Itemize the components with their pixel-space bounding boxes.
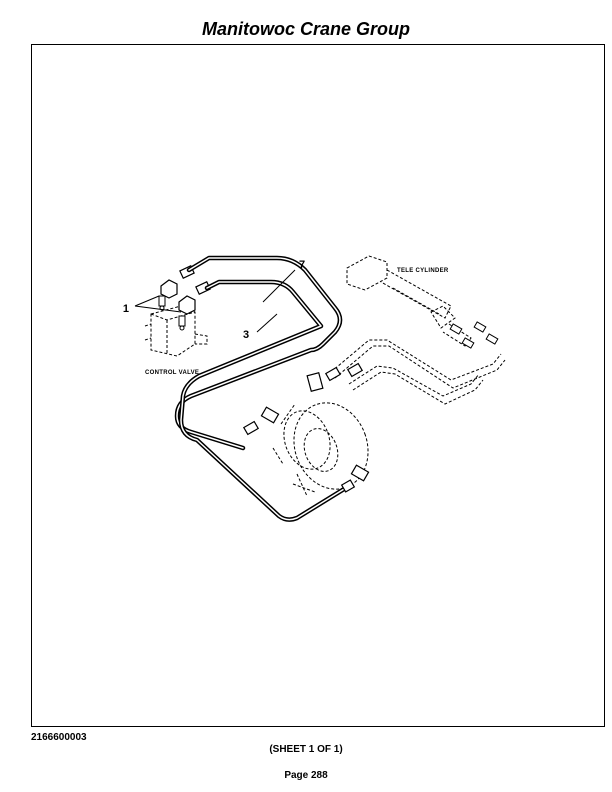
hydraulic-motor bbox=[272, 402, 369, 497]
control-valve-label: CONTROL VALVE bbox=[145, 370, 199, 376]
hose-3 bbox=[178, 279, 352, 522]
callout-7: 7 bbox=[299, 259, 305, 271]
motor-fittings bbox=[242, 362, 370, 493]
callout-3: 3 bbox=[243, 329, 249, 341]
sheet-indicator: (SHEET 1 OF 1) bbox=[269, 744, 343, 755]
cylinder-dashed-hoses bbox=[330, 339, 506, 405]
control-valve-ports bbox=[158, 295, 186, 331]
page-number: Page 288 bbox=[284, 770, 328, 781]
hydraulic-schematic: 1 7 3 CONTROL VALVE TELE CYLINDER bbox=[123, 255, 506, 522]
tele-cylinder-label: TELE CYLINDER bbox=[397, 268, 449, 274]
drawing-frame bbox=[31, 44, 605, 727]
page-header-title: Manitowoc Crane Group bbox=[201, 19, 410, 39]
callout-leaders bbox=[134, 269, 296, 333]
control-valve-body bbox=[144, 305, 208, 357]
callout-1: 1 bbox=[123, 303, 129, 315]
document-number: 2166600003 bbox=[31, 732, 87, 743]
valve-elbow-fittings bbox=[160, 265, 211, 315]
tele-cylinder-fittings bbox=[449, 321, 499, 349]
